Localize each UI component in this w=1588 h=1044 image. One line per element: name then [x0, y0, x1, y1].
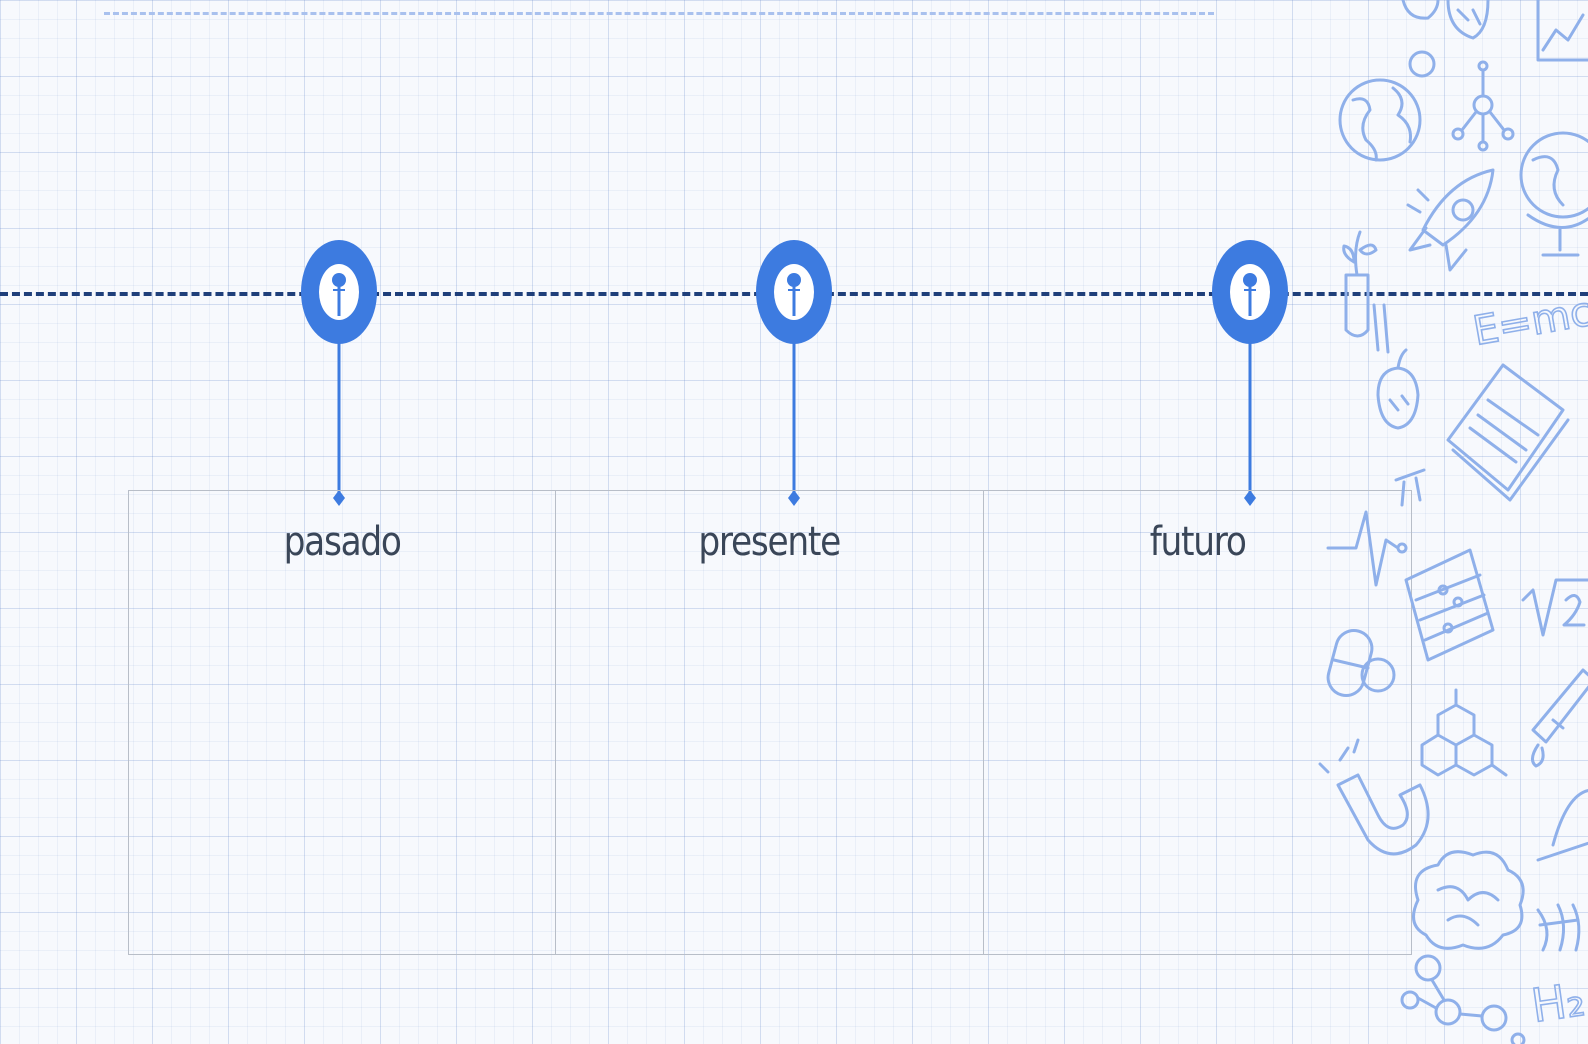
sqrt-text: √2 — [1524, 627, 1526, 629]
period-label: futuro — [1149, 519, 1246, 565]
science-doodles: E=mc² √2 H₂ — [1318, 0, 1588, 1044]
bug-icon — [1401, 0, 1490, 40]
period-cell-futuro[interactable]: futuro — [984, 491, 1411, 954]
period-label: pasado — [283, 519, 402, 565]
rocket-icon — [1406, 168, 1495, 272]
globe-icon — [1338, 50, 1436, 162]
apple-icon — [1376, 348, 1420, 430]
magnet-icon — [1318, 738, 1430, 856]
timeline-marker-pasado — [301, 240, 377, 506]
thermometer-icon — [1531, 668, 1588, 768]
hexagon-molecule-icon — [1420, 688, 1508, 777]
planet-icon — [1536, 789, 1588, 862]
equation-text: E=mc² — [1470, 286, 1588, 355]
test-tube-icon — [1342, 230, 1390, 354]
top-dashed-rule — [104, 12, 1214, 15]
desk-globe-icon — [1519, 131, 1588, 257]
abacus-icon — [1404, 548, 1495, 662]
period-label: presente — [698, 519, 842, 565]
brain-icon — [1412, 850, 1525, 950]
sqrt-icon — [1521, 578, 1588, 637]
formula-text: H₂ — [1528, 972, 1588, 1033]
dna-icon — [1536, 903, 1581, 952]
molecule-bottom-icon — [1400, 954, 1526, 1044]
pill-icon — [1326, 629, 1396, 697]
molecule-icon — [1451, 60, 1515, 152]
pi-icon — [1394, 468, 1426, 507]
period-cell-presente[interactable]: presente — [556, 491, 984, 954]
period-cell-pasado[interactable]: pasado — [129, 491, 557, 954]
heartbeat-icon — [1326, 510, 1408, 587]
timeline-table: pasado presente futuro — [128, 490, 1412, 955]
book-icon — [1446, 363, 1570, 502]
timeline-marker-futuro — [1212, 240, 1288, 506]
chart-icon — [1536, 0, 1588, 62]
timeline-marker-presente — [756, 240, 832, 506]
